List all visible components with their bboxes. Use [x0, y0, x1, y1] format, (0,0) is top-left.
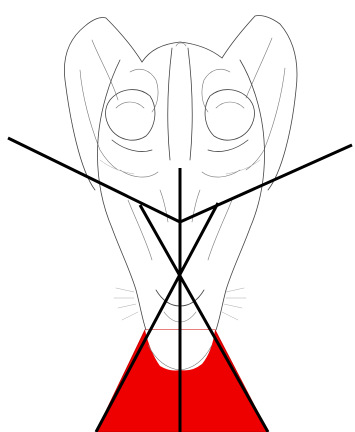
sight-lines: [8, 138, 352, 432]
left-outer-line: [8, 138, 180, 222]
right-outer-line: [180, 145, 352, 222]
